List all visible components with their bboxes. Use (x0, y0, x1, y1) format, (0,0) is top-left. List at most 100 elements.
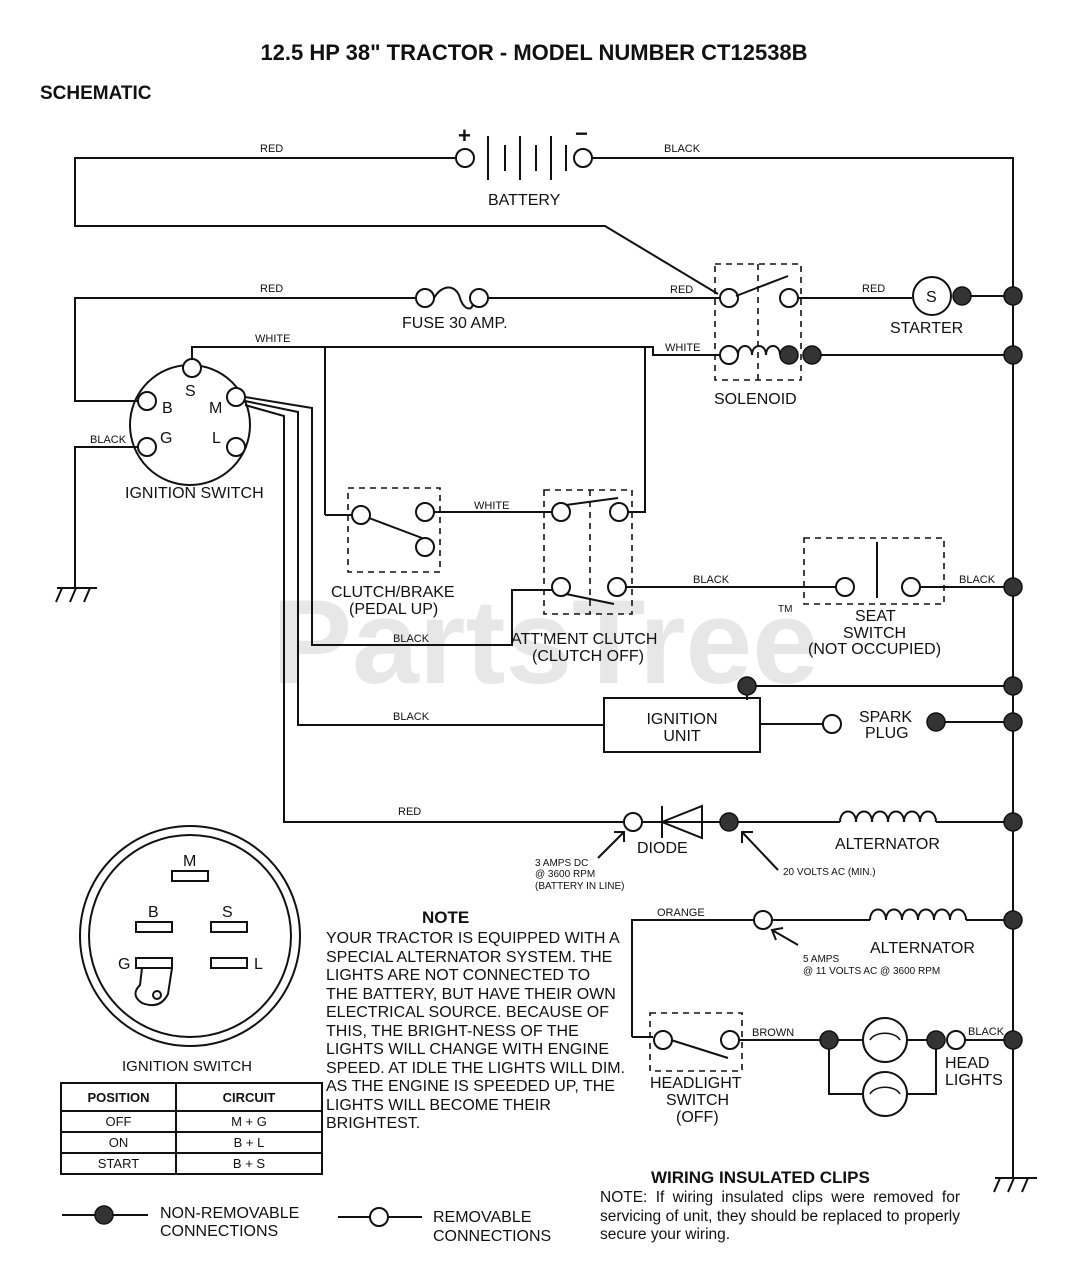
headlight-switch-label-2: SWITCH (666, 1092, 729, 1109)
alternator2-amps: 5 AMPS (803, 954, 839, 965)
page-title: 12.5 HP 38" TRACTOR - MODEL NUMBER CT125… (260, 40, 807, 65)
legend-nonremovable-label: NON-REMOVABLE (160, 1205, 299, 1222)
battery-label: BATTERY (488, 192, 561, 209)
clutch-brake-sublabel: (PEDAL UP) (349, 601, 438, 618)
spark-plug-label: SPARK (859, 709, 912, 726)
attment-clutch-label: ATT'MENT CLUTCH (511, 631, 657, 648)
battery: + − BATTERY (455, 121, 593, 209)
headlight-switch-state: (OFF) (676, 1109, 719, 1126)
table-header-row: POSITION CIRCUIT (60, 1082, 323, 1112)
diode-note: (BATTERY IN LINE) (535, 881, 624, 892)
fuse: FUSE 30 AMP. (402, 286, 508, 332)
wire-label-white: WHITE (255, 333, 290, 345)
plus-sign: + (458, 123, 471, 148)
fuse-label: FUSE 30 AMP. (402, 315, 508, 332)
legend-nonremovable-symbol (94, 1205, 114, 1225)
diagram-label: IGNITION SWITCH (122, 1058, 252, 1075)
legend-removable-symbol (369, 1207, 389, 1227)
l-red-wire (244, 404, 624, 823)
ignition-switch-terminal-diagram: M B S G L IGNITION SWITCH (79, 825, 301, 1075)
terminal-m (226, 387, 246, 407)
m-black-wire (244, 396, 555, 646)
clutch-brake-label: CLUTCH/BRAKE (331, 584, 455, 601)
alternator2-label: ALTERNATOR (870, 940, 975, 957)
alternator-label: ALTERNATOR (835, 836, 940, 853)
table-cell: M + G (175, 1110, 323, 1133)
minus-sign: − (575, 121, 588, 146)
wire-label-black: BLACK (693, 574, 730, 586)
ignition-switch-label: IGNITION SWITCH (125, 485, 264, 502)
ignition-switch: S B M G L IGNITION SWITCH (125, 358, 264, 502)
ground-bus (592, 157, 1014, 1178)
legend-nonremovable-label-2: CONNECTIONS (160, 1223, 278, 1240)
starter-symbol: S (926, 289, 937, 306)
table-cell: ON (60, 1131, 177, 1154)
seat-switch: SEAT SWITCH (NOT OCCUPIED) (803, 537, 945, 658)
terminal-label-b: B (162, 400, 173, 417)
table-header-position: POSITION (60, 1082, 177, 1112)
wire-label-red: RED (260, 143, 283, 155)
table-cell: B + L (175, 1131, 323, 1154)
wire-label-black: BLACK (959, 574, 996, 586)
wire-label-red: RED (862, 283, 885, 295)
spark-plug-label-2: PLUG (865, 725, 909, 742)
battery-positive-terminal (455, 148, 475, 168)
starter: S STARTER (890, 276, 972, 337)
terminal-label-s: S (185, 383, 196, 400)
seat-switch-state: (NOT OCCUPIED) (808, 641, 941, 658)
diagram-label-b: B (148, 904, 159, 921)
diagram-label-l: L (254, 956, 263, 973)
diode: DIODE (637, 804, 703, 857)
wire-label-black: BLACK (90, 434, 127, 446)
battery-negative-terminal (573, 148, 593, 168)
legend-removable-label-2: CONNECTIONS (433, 1228, 551, 1245)
m-ignition-unit-wire (244, 400, 604, 726)
trademark: TM (778, 604, 792, 615)
starter-label: STARTER (890, 320, 963, 337)
legend: NON-REMOVABLE CONNECTIONS REMOVABLE CONN… (62, 1205, 551, 1245)
note-text: YOUR TRACTOR IS EQUIPPED WITH A SPECIAL … (326, 930, 626, 1132)
diode-label: DIODE (637, 840, 688, 857)
wire-label-black: BLACK (393, 633, 430, 645)
wire-label-white: WHITE (474, 500, 509, 512)
wire-label-black: BLACK (968, 1026, 1005, 1038)
legend-removable-label: REMOVABLE (433, 1209, 531, 1226)
wire-label-red: RED (398, 806, 421, 818)
terminal-label-g: G (160, 430, 172, 447)
attment-clutch-sublabel: (CLUTCH OFF) (532, 648, 644, 665)
head-lights-label: HEAD (945, 1055, 989, 1072)
table-row: OFF M + G (60, 1110, 323, 1133)
table-row: START B + S (60, 1152, 323, 1175)
battery-red-wire (74, 157, 719, 295)
head-lights: HEAD LIGHTS (828, 1017, 1003, 1117)
orange-wire (631, 919, 754, 1037)
headlight-switch-label: HEADLIGHT (650, 1075, 742, 1092)
diode-current: 3 AMPS DC (535, 858, 588, 869)
table-cell: START (60, 1152, 177, 1175)
headlight-switch: HEADLIGHT SWITCH (OFF) (649, 1012, 743, 1126)
alternator2-volts: @ 11 VOLTS AC @ 3600 RPM (803, 966, 940, 977)
diode-rpm: @ 3600 RPM (535, 869, 595, 880)
wire-label-red: RED (260, 283, 283, 295)
wire-label-red: RED (670, 284, 693, 296)
g-ground-wire (74, 446, 138, 588)
terminal-b (137, 391, 157, 411)
fuse-red-wire (74, 297, 415, 402)
wire-label-brown: BROWN (752, 1027, 794, 1039)
terminal-label-l: L (212, 430, 221, 447)
table-header-circuit: CIRCUIT (175, 1082, 323, 1112)
table-cell: OFF (60, 1110, 177, 1133)
section-title: SCHEMATIC (40, 83, 152, 104)
terminal-s (182, 358, 202, 378)
s-white-wire (191, 346, 720, 359)
diagram-label-s: S (222, 904, 233, 921)
wire-label-orange: ORANGE (657, 907, 705, 919)
attment-clutch-switch: ATT'MENT CLUTCH (CLUTCH OFF) (511, 489, 657, 665)
wire-label-black: BLACK (664, 143, 701, 155)
diode-voltage: 20 VOLTS AC (MIN.) (783, 867, 876, 878)
terminal-l (226, 437, 246, 457)
ignition-unit-label-2: UNIT (663, 728, 701, 745)
wire-label-white: WHITE (665, 342, 700, 354)
